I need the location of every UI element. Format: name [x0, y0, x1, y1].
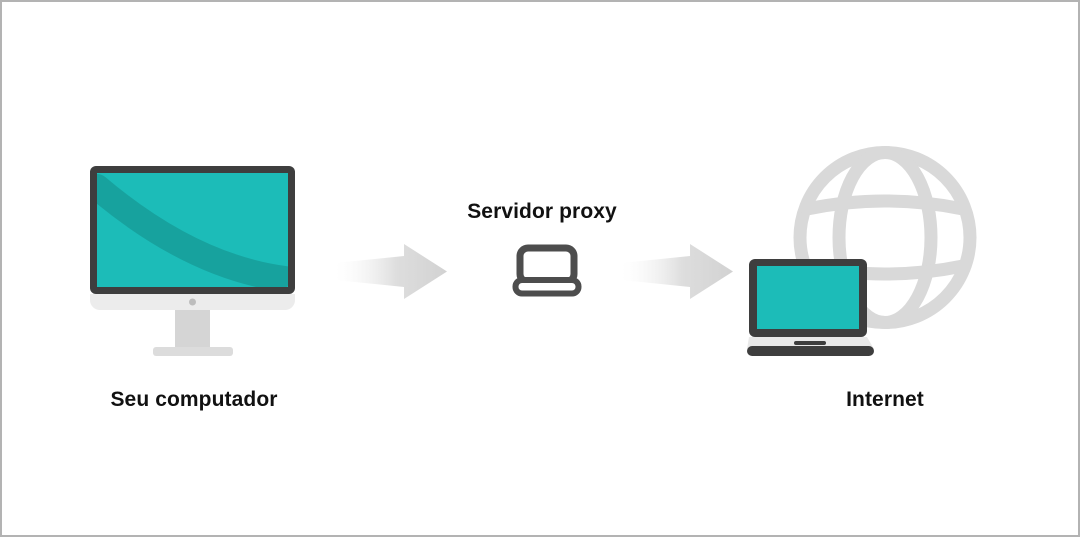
internet-label: Internet [846, 388, 924, 411]
laptop-outline-icon [512, 244, 582, 297]
arrow-right-icon [335, 244, 447, 299]
laptop-icon [747, 259, 874, 356]
arrow-right-icon [621, 244, 733, 299]
computer-label: Seu computador [110, 388, 278, 411]
proxy-label: Servidor proxy [467, 200, 617, 223]
desktop-computer-icon [90, 166, 295, 356]
